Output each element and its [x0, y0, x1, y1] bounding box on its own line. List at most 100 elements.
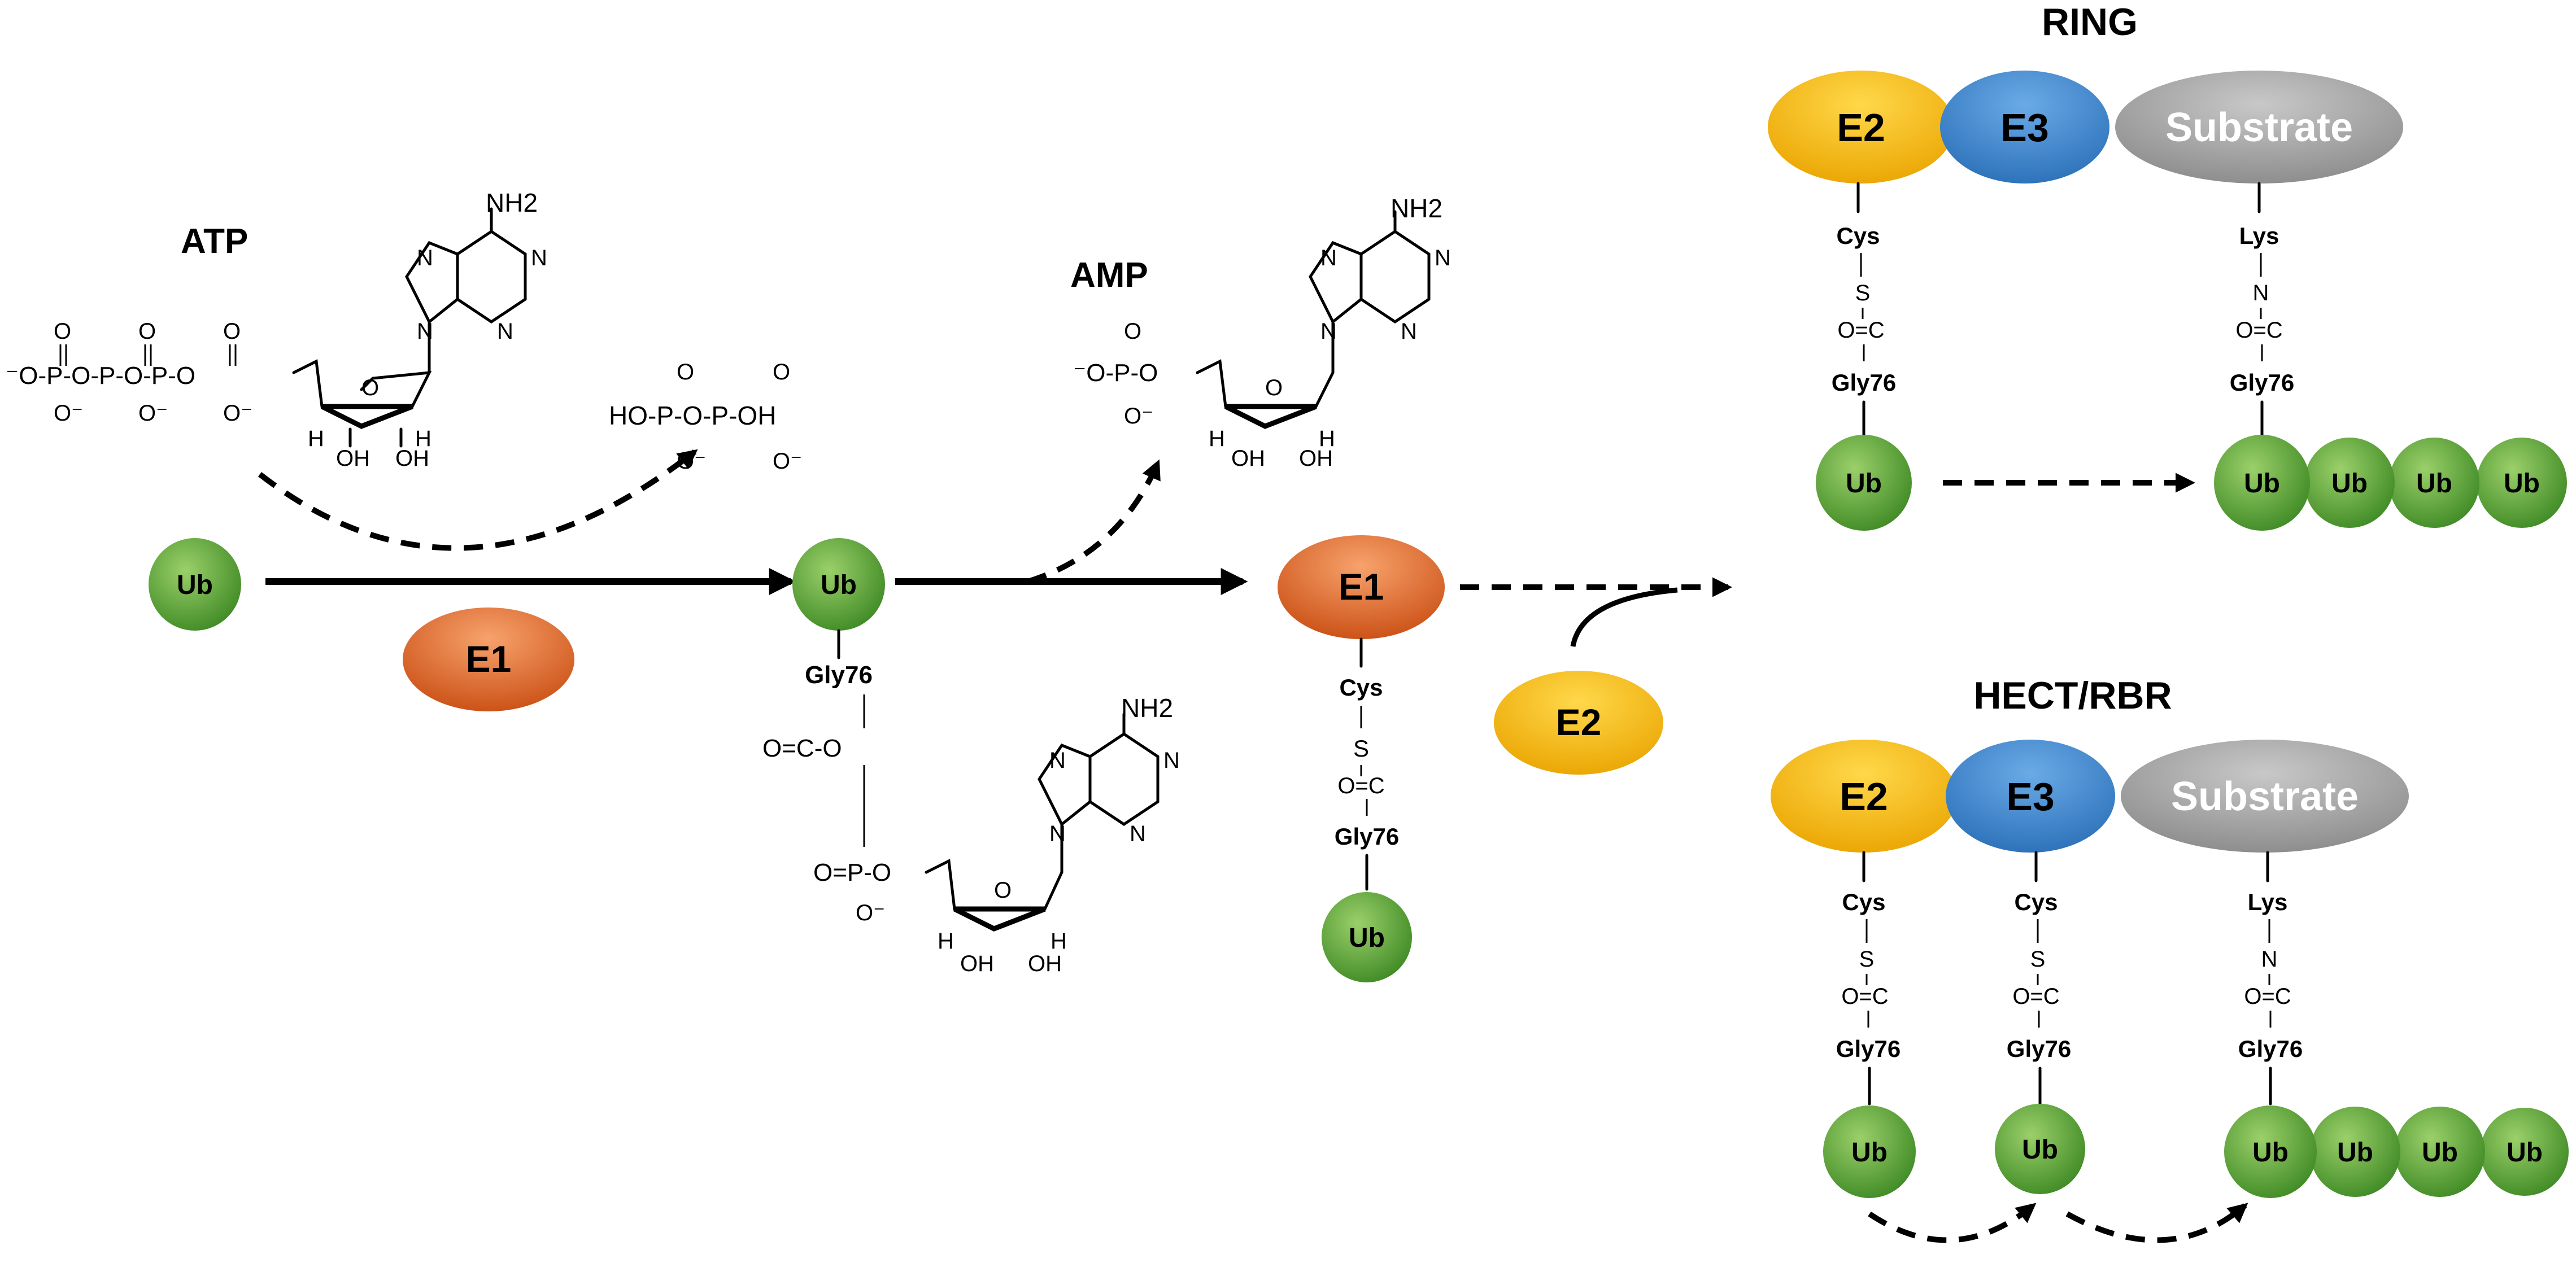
svg-text:Ub: Ub: [2022, 1135, 2058, 1165]
hect-title: HECT/RBR: [1973, 674, 2172, 717]
svg-text:Substrate: Substrate: [2171, 774, 2359, 819]
svg-text:H: H: [1209, 426, 1225, 451]
ub-free: Ub: [149, 538, 241, 631]
atp-phosphate-chain: ⁻O-P-O-P-O-P-O: [6, 362, 195, 390]
svg-text:O: O: [361, 375, 379, 400]
svg-text:H: H: [1319, 426, 1335, 451]
svg-text:E3: E3: [2000, 106, 2049, 150]
svg-text:⁻O-P-O: ⁻O-P-O: [1073, 359, 1158, 387]
svg-text:O⁻: O⁻: [54, 401, 83, 426]
svg-text:O=C-O: O=C-O: [762, 735, 842, 762]
atp-label: ATP: [181, 222, 248, 261]
ub-amp-nh2: NH2: [1121, 693, 1173, 723]
hect-transfer-arrow-2: [2065, 1203, 2248, 1243]
svg-text:Ub: Ub: [2504, 469, 2540, 499]
svg-text:Substrate: Substrate: [2165, 105, 2353, 150]
svg-text:N: N: [1130, 821, 1146, 846]
svg-text:Gly76: Gly76: [2230, 369, 2294, 396]
svg-text:N: N: [531, 246, 547, 270]
amp-nh2: NH2: [1391, 194, 1442, 223]
svg-text:E1: E1: [1339, 566, 1384, 608]
svg-text:O: O: [677, 360, 694, 384]
svg-text:E2: E2: [1837, 106, 1885, 150]
svg-text:O: O: [1265, 375, 1283, 400]
svg-text:S: S: [1353, 735, 1369, 762]
svg-text:N: N: [497, 319, 513, 344]
svg-text:N: N: [2253, 281, 2269, 305]
ring-title: RING: [2042, 1, 2138, 43]
svg-text:Lys: Lys: [2239, 222, 2279, 249]
svg-text:Ub: Ub: [2507, 1138, 2543, 1168]
hect-polyub-chain: Ub Ub Ub Ub: [2224, 1105, 2569, 1198]
svg-text:N: N: [417, 319, 433, 344]
amp-molecule: AMP ⁻O-P-O O O⁻ O H OH OH H N N N N NH2: [1070, 194, 1451, 471]
svg-text:Ub: Ub: [2331, 469, 2368, 499]
e2-enzyme-free: E2: [1494, 671, 1663, 775]
svg-text:Ub: Ub: [2422, 1138, 2458, 1168]
svg-text:N: N: [1163, 748, 1180, 773]
svg-text:H: H: [415, 426, 431, 451]
svg-text:H: H: [308, 426, 324, 451]
atp-molecule: ATP ⁻O-P-O-P-O-P-O O O O O⁻ O⁻ O⁻ O H OH…: [6, 188, 547, 471]
svg-text:H: H: [938, 929, 954, 954]
svg-text:Gly76: Gly76: [805, 661, 873, 689]
svg-text:O⁻: O⁻: [223, 401, 252, 426]
svg-text:S: S: [2030, 947, 2046, 972]
hect-transfer-arrow-1: [1868, 1203, 2037, 1243]
svg-text:O=C: O=C: [1841, 984, 1888, 1009]
svg-text:N: N: [1435, 246, 1451, 270]
svg-text:O: O: [773, 360, 790, 384]
svg-text:O⁻: O⁻: [773, 449, 802, 474]
svg-text:Ub: Ub: [2416, 469, 2452, 499]
svg-text:N: N: [1320, 246, 1337, 270]
svg-text:OH: OH: [336, 446, 370, 471]
e1-enzyme-step1: E1: [403, 608, 574, 711]
svg-text:O=C: O=C: [2235, 318, 2282, 343]
svg-text:N: N: [2261, 947, 2278, 972]
svg-text:N: N: [1049, 748, 1066, 773]
svg-text:Ub: Ub: [2337, 1138, 2373, 1168]
e2-entry-arc: [1570, 587, 1678, 647]
svg-text:O⁻: O⁻: [138, 401, 168, 426]
svg-text:OH: OH: [1231, 446, 1265, 471]
svg-text:Gly76: Gly76: [2238, 1035, 2303, 1062]
ub-adenylate: Ub Gly76 O=C-O O=P-O O⁻ O H OH OH H N N …: [762, 538, 1180, 976]
svg-text:Ub: Ub: [1846, 469, 1882, 499]
svg-text:N: N: [417, 246, 433, 270]
svg-text:O=C: O=C: [1837, 318, 1884, 343]
svg-text:Gly76: Gly76: [2007, 1035, 2071, 1062]
svg-text:Ub: Ub: [177, 570, 213, 600]
atp-nh2: NH2: [486, 188, 538, 217]
amp-label: AMP: [1070, 256, 1148, 295]
svg-text:H: H: [1051, 929, 1067, 954]
svg-text:O: O: [1124, 319, 1141, 344]
pyrophosphate-formula: HO-P-O-P-OH: [609, 401, 776, 430]
hect-panel: HECT/RBR Substrate E2 E3 Cys S O=C Gly76…: [1771, 674, 2569, 1243]
svg-text:Ub: Ub: [2244, 469, 2280, 499]
svg-text:Cys: Cys: [1842, 889, 1885, 915]
svg-text:Cys: Cys: [2014, 889, 2058, 915]
svg-text:S: S: [1859, 947, 1875, 972]
svg-text:O: O: [994, 878, 1012, 903]
svg-text:Gly76: Gly76: [1335, 823, 1399, 850]
svg-text:OH: OH: [395, 446, 429, 471]
svg-text:Ub: Ub: [1851, 1138, 1888, 1168]
svg-text:O: O: [223, 319, 241, 344]
dashed-arrow-amp: [1027, 459, 1161, 584]
svg-text:Lys: Lys: [2248, 889, 2288, 915]
svg-text:OH: OH: [1028, 951, 1062, 976]
svg-text:N: N: [1401, 319, 1417, 344]
svg-text:OH: OH: [1299, 446, 1333, 471]
svg-text:OH: OH: [960, 951, 994, 976]
svg-text:N: N: [1049, 821, 1066, 846]
svg-text:O=C: O=C: [1337, 773, 1384, 798]
svg-text:O⁻: O⁻: [856, 901, 885, 925]
e1-ub-thioester: E1 Cys S O=C Gly76 Ub: [1278, 535, 1445, 982]
dashed-arrow-ppi: [258, 449, 698, 551]
svg-text:E2: E2: [1840, 775, 1888, 819]
svg-text:O: O: [138, 319, 156, 344]
svg-text:Cys: Cys: [1339, 674, 1383, 701]
svg-text:E1: E1: [466, 638, 512, 680]
svg-text:Ub: Ub: [821, 570, 857, 600]
